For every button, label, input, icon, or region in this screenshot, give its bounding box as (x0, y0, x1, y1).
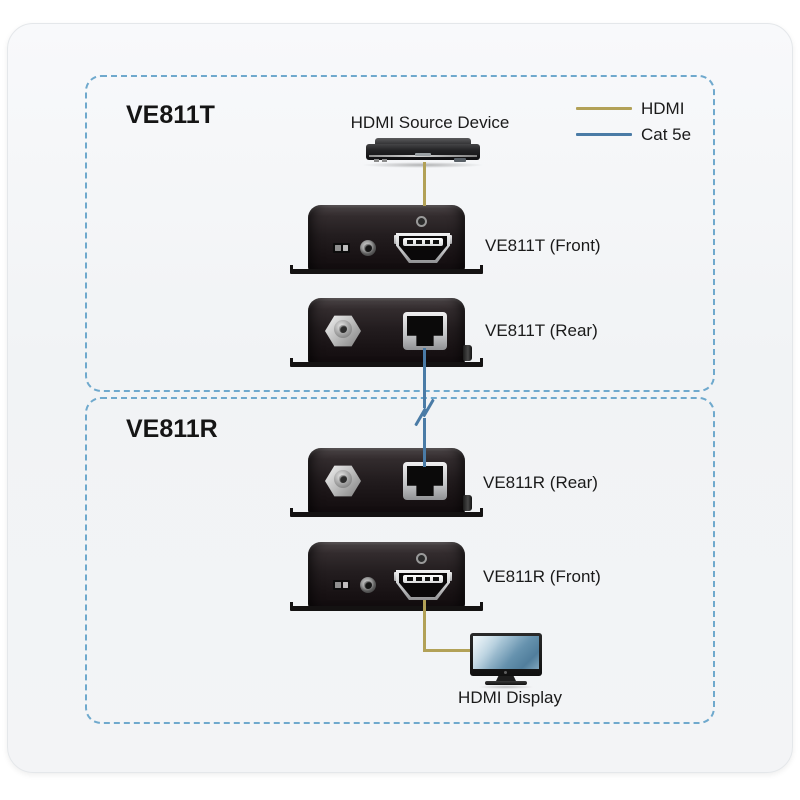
monitor-shadow (478, 685, 534, 689)
rj45-port-icon (403, 462, 447, 500)
section-box-ve811r (85, 397, 715, 724)
device-ve811t-rear (290, 298, 483, 367)
dvd-button (382, 159, 387, 162)
hdmi-port-contacts (403, 575, 443, 583)
monitor-stand-neck (496, 676, 516, 681)
hdmi-port-contacts (403, 238, 443, 246)
rj45-opening (407, 466, 443, 496)
power-jack-icon (360, 577, 376, 593)
monitor-power-led (504, 671, 507, 674)
legend-label-hdmi: HDMI (641, 98, 685, 118)
monitor-frame (470, 633, 542, 676)
dvd-front-strip (369, 155, 477, 157)
dvd-top-lid (375, 138, 471, 147)
section-title-ve811t: VE811T (126, 101, 215, 129)
legend-item-hdmi: HDMI (576, 99, 691, 118)
device-ve811r-rear (290, 448, 483, 517)
section-title-ve811r: VE811R (126, 415, 218, 443)
dvd-display-window (454, 158, 466, 162)
hdmi-display-icon (470, 633, 542, 689)
mounting-flange (290, 358, 483, 367)
rj45-opening (407, 316, 443, 346)
hdmi-display-label: HDMI Display (458, 688, 562, 707)
hdmi-source-device-icon (361, 138, 485, 168)
led-icon (416, 216, 427, 227)
cat5e-line-swatch (576, 133, 632, 136)
device-ve811r-front (290, 542, 483, 611)
connector-core (339, 325, 347, 333)
device-ve811t-front (290, 205, 483, 274)
mounting-flange (290, 602, 483, 611)
hdmi-cable-display-line-horizontal (424, 649, 471, 652)
cat5e-cable-line-lower (423, 418, 426, 467)
led-icon (416, 553, 427, 564)
legend-item-cat5e: Cat 5e (576, 125, 691, 144)
monitor-stand-base (485, 681, 527, 685)
dvd-body (366, 144, 480, 162)
hdmi-source-device-label: HDMI Source Device (350, 113, 510, 132)
monitor-screen (473, 636, 539, 669)
dvd-button (374, 159, 379, 162)
hdmi-port-icon (394, 233, 452, 263)
hdmi-cable-source-line (423, 162, 426, 206)
mounting-flange (290, 265, 483, 274)
device-label-ve811t-rear: VE811T (Rear) (485, 321, 598, 340)
hdmi-cable-display-line-vertical (423, 600, 426, 652)
section-box-ve811t (85, 75, 715, 392)
dip-switch-icon (333, 243, 350, 253)
legend: HDMI Cat 5e (576, 99, 691, 144)
device-label-ve811r-front: VE811R (Front) (483, 567, 601, 586)
hdmi-line-swatch (576, 107, 632, 110)
device-label-ve811t-front: VE811T (Front) (485, 236, 601, 255)
cat5e-cable-line-upper (423, 348, 426, 408)
power-jack-icon (360, 240, 376, 256)
hdmi-port-icon (394, 570, 452, 600)
rj45-port-icon (403, 312, 447, 350)
dip-switch-icon (333, 580, 350, 590)
side-knob (463, 495, 472, 511)
connector-core (339, 475, 347, 483)
dvd-disc-slot (415, 153, 431, 156)
mounting-flange (290, 508, 483, 517)
device-label-ve811r-rear: VE811R (Rear) (483, 473, 598, 492)
side-knob (463, 345, 472, 361)
legend-label-cat5e: Cat 5e (641, 124, 692, 144)
